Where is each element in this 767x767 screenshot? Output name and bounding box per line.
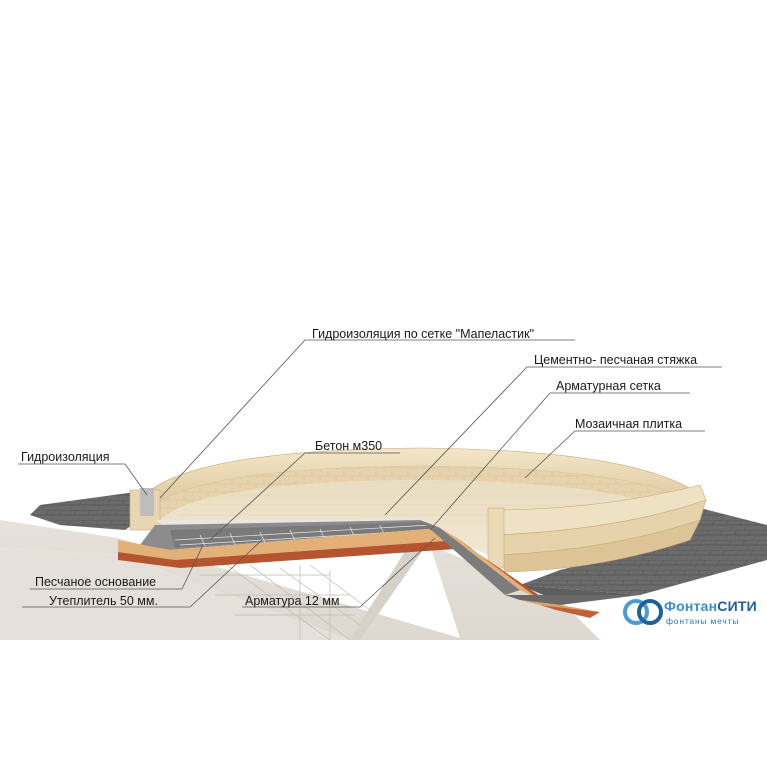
label-mesh: Арматурная сетка bbox=[556, 379, 661, 393]
label-insulation: Утеплитель 50 мм. bbox=[49, 594, 158, 608]
logo-brand-part2: СИТИ bbox=[717, 598, 757, 614]
leader-lines bbox=[18, 339, 722, 608]
label-mapelastik: Гидроизоляция по сетке "Мапеластик" bbox=[312, 327, 535, 341]
label-sand-base: Песчаное основание bbox=[35, 575, 157, 589]
brand-logo: ФонтанСИТИ фонтаны мечты bbox=[624, 596, 762, 630]
label-screed: Цементно- песчаная стяжка bbox=[534, 353, 698, 367]
logo-mark-icon bbox=[623, 599, 663, 625]
label-concrete: Бетон м350 bbox=[315, 439, 383, 453]
fountain-bowl bbox=[129, 447, 707, 573]
label-waterproofing: Гидроизоляция bbox=[21, 450, 110, 464]
label-rebar: Арматура 12 мм bbox=[245, 594, 340, 608]
label-mosaic: Мозаичная плитка bbox=[575, 417, 683, 431]
logo-tagline: фонтаны мечты bbox=[666, 616, 740, 626]
logo-brand-name: ФонтанСИТИ bbox=[664, 598, 757, 614]
logo-brand-part1: Фонтан bbox=[664, 598, 718, 614]
